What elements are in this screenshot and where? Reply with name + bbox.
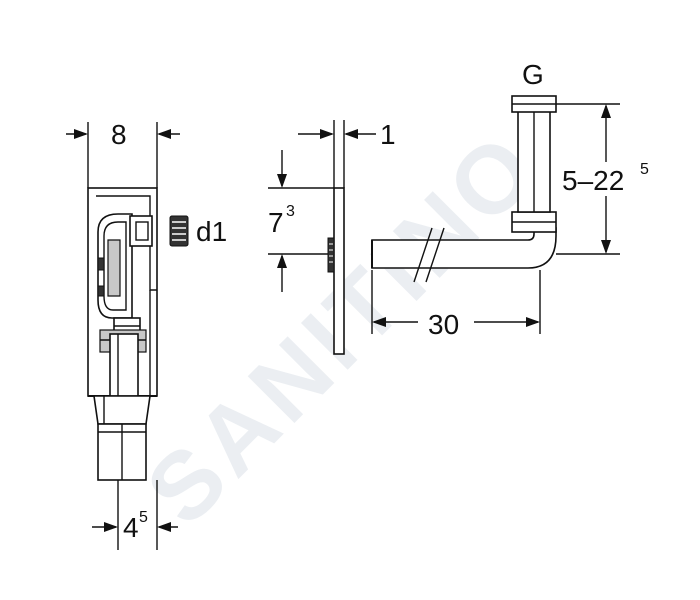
right-view: 1 7 3 xyxy=(268,59,649,355)
left-view: 8 xyxy=(66,119,227,550)
bottom-dimension: 4 5 xyxy=(92,480,178,550)
plate-thickness-dimension: 1 xyxy=(298,119,396,188)
length-dimension: 30 xyxy=(371,270,541,340)
bottom-label-sup: 5 xyxy=(139,509,148,526)
bottom-label: 4 xyxy=(123,512,139,543)
offset-label-sup: 3 xyxy=(286,203,295,220)
height-range-dimension: 5–22 5 xyxy=(556,103,649,255)
installation-box xyxy=(87,187,158,397)
offset-label: 7 xyxy=(268,207,284,238)
thread-label: G xyxy=(522,59,544,90)
outlet-pipe xyxy=(93,395,151,481)
connector-d1: d1 xyxy=(169,215,227,247)
plate-thickness-label: 1 xyxy=(380,119,396,150)
height-range-sup: 5 xyxy=(640,161,649,178)
length-label: 30 xyxy=(428,309,459,340)
height-range-label: 5–22 xyxy=(562,165,624,196)
elbow-pipe: G xyxy=(371,59,557,283)
wall-plate xyxy=(327,187,345,355)
connector-label: d1 xyxy=(196,216,227,247)
offset-dimension: 7 3 xyxy=(268,150,334,292)
width-dimension: 8 xyxy=(66,119,180,188)
width-label: 8 xyxy=(111,119,127,150)
